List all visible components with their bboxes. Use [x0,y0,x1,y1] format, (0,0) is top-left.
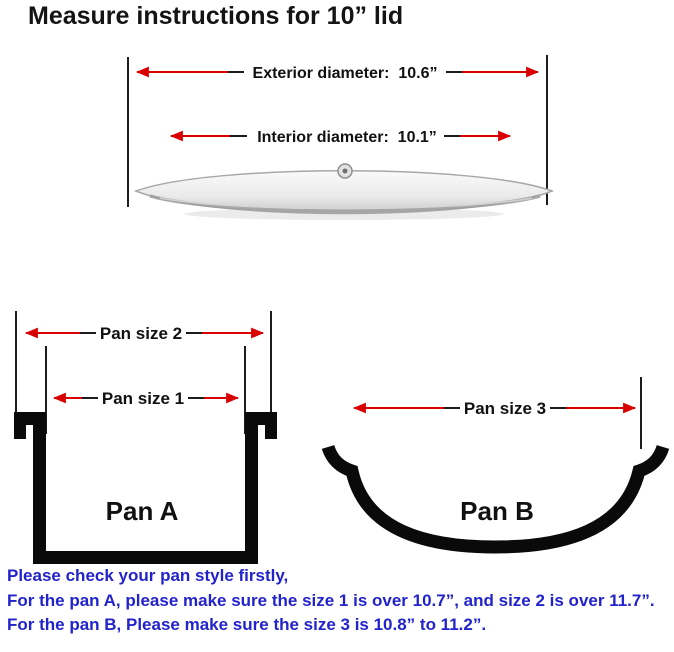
footer-notes: Please check your pan style firstly, For… [7,564,655,638]
pan-b-name: Pan B [460,496,534,526]
pan-a-name: Pan A [106,496,179,526]
pan-a-shape [14,412,277,564]
page-title: Measure instructions for 10” lid [28,2,404,30]
interior-diameter-label: Interior diameter: 10.1” [257,129,437,146]
pan-size-2-label: Pan size 2 [100,324,182,343]
lid-knob-screw [342,168,348,174]
footer-line-2: For the pan A, please make sure the size… [7,590,655,610]
pan-size-1-label: Pan size 1 [102,389,184,408]
footer-line-1: Please check your pan style firstly, [7,566,289,585]
lid-glass [133,170,555,215]
pan-size-3-label: Pan size 3 [464,399,546,418]
lid-rim-highlight [159,197,533,210]
exterior-diameter-label: Exterior diameter: 10.6” [253,65,438,82]
pan-b-shape [321,444,670,554]
footer-line-3: For the pan B, Please make sure the size… [7,615,487,634]
